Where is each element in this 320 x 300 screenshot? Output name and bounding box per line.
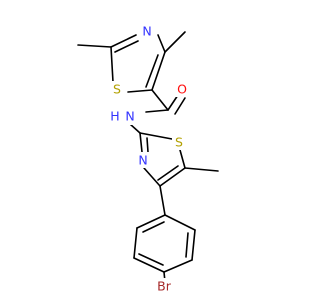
molecule-structure: S N O H N N S Br — [77, 23, 219, 294]
bond-n-c2b — [129, 123, 141, 134]
bond-ph6-ph1-double — [142, 221, 165, 233]
bond-c4a-c5a-double — [145, 54, 159, 88]
bond-ph3-ph4 — [163, 259, 193, 273]
bond-c2b-s2 — [139, 132, 173, 140]
bond-ph5-ph6 — [133, 227, 138, 259]
atom-s2: S — [172, 134, 186, 150]
bond-c2a-n1-double — [114, 40, 139, 53]
bond-camide-n — [145, 109, 169, 113]
atom-n1-label: N — [142, 24, 151, 39]
bond-n2-c2b-double — [146, 137, 149, 153]
bond-ph6-ph1 — [136, 214, 166, 229]
bonds — [77, 31, 219, 283]
bond-ph1-ph2 — [164, 214, 196, 231]
bond-c4b-cphenyl — [159, 185, 166, 216]
bond-c2a-n1 — [110, 34, 137, 48]
atom-s2-label: S — [175, 135, 183, 150]
bond-c5b-c4b-double — [157, 165, 179, 181]
atom-labels: S N O H N N S Br — [107, 23, 189, 294]
atom-h-label: H — [110, 109, 119, 124]
bond-c5a-s1 — [127, 89, 153, 93]
atom-o1: O — [175, 81, 189, 97]
atom-s1-label: S — [113, 82, 121, 97]
bond-c2a-me — [77, 44, 112, 48]
bond-n1-c4a — [157, 34, 166, 53]
atom-s1: S — [110, 81, 124, 97]
bond-c4b-n2 — [143, 167, 161, 187]
bond-c5a-camide — [151, 89, 169, 111]
bond-ph4-ph5 — [133, 257, 165, 273]
atom-n2-label: N — [138, 153, 147, 168]
bond-s1-c2a — [110, 46, 114, 83]
atom-br-label: Br — [157, 279, 172, 294]
bond-s2-c5b — [179, 149, 186, 169]
bond-ph2-ph3-double — [185, 232, 189, 258]
bond-c4a-c5a — [151, 51, 166, 91]
bond-ph4-ph5-double — [138, 253, 164, 266]
atom-nh: H N — [107, 107, 145, 125]
bond-n2-c2b — [139, 132, 143, 153]
atom-n2: N — [136, 152, 150, 168]
atom-br: Br — [153, 278, 175, 294]
atom-o1-label: O — [177, 82, 187, 97]
bond-c5b-c4b — [159, 167, 186, 187]
bond-c5b-me — [184, 167, 219, 172]
bond-c4a-me — [164, 31, 186, 53]
atom-nh-label: N — [125, 109, 134, 124]
bond-ph2-ph3 — [191, 229, 196, 261]
atom-n1: N — [140, 23, 154, 39]
bond-camide-o-double — [174, 97, 186, 115]
